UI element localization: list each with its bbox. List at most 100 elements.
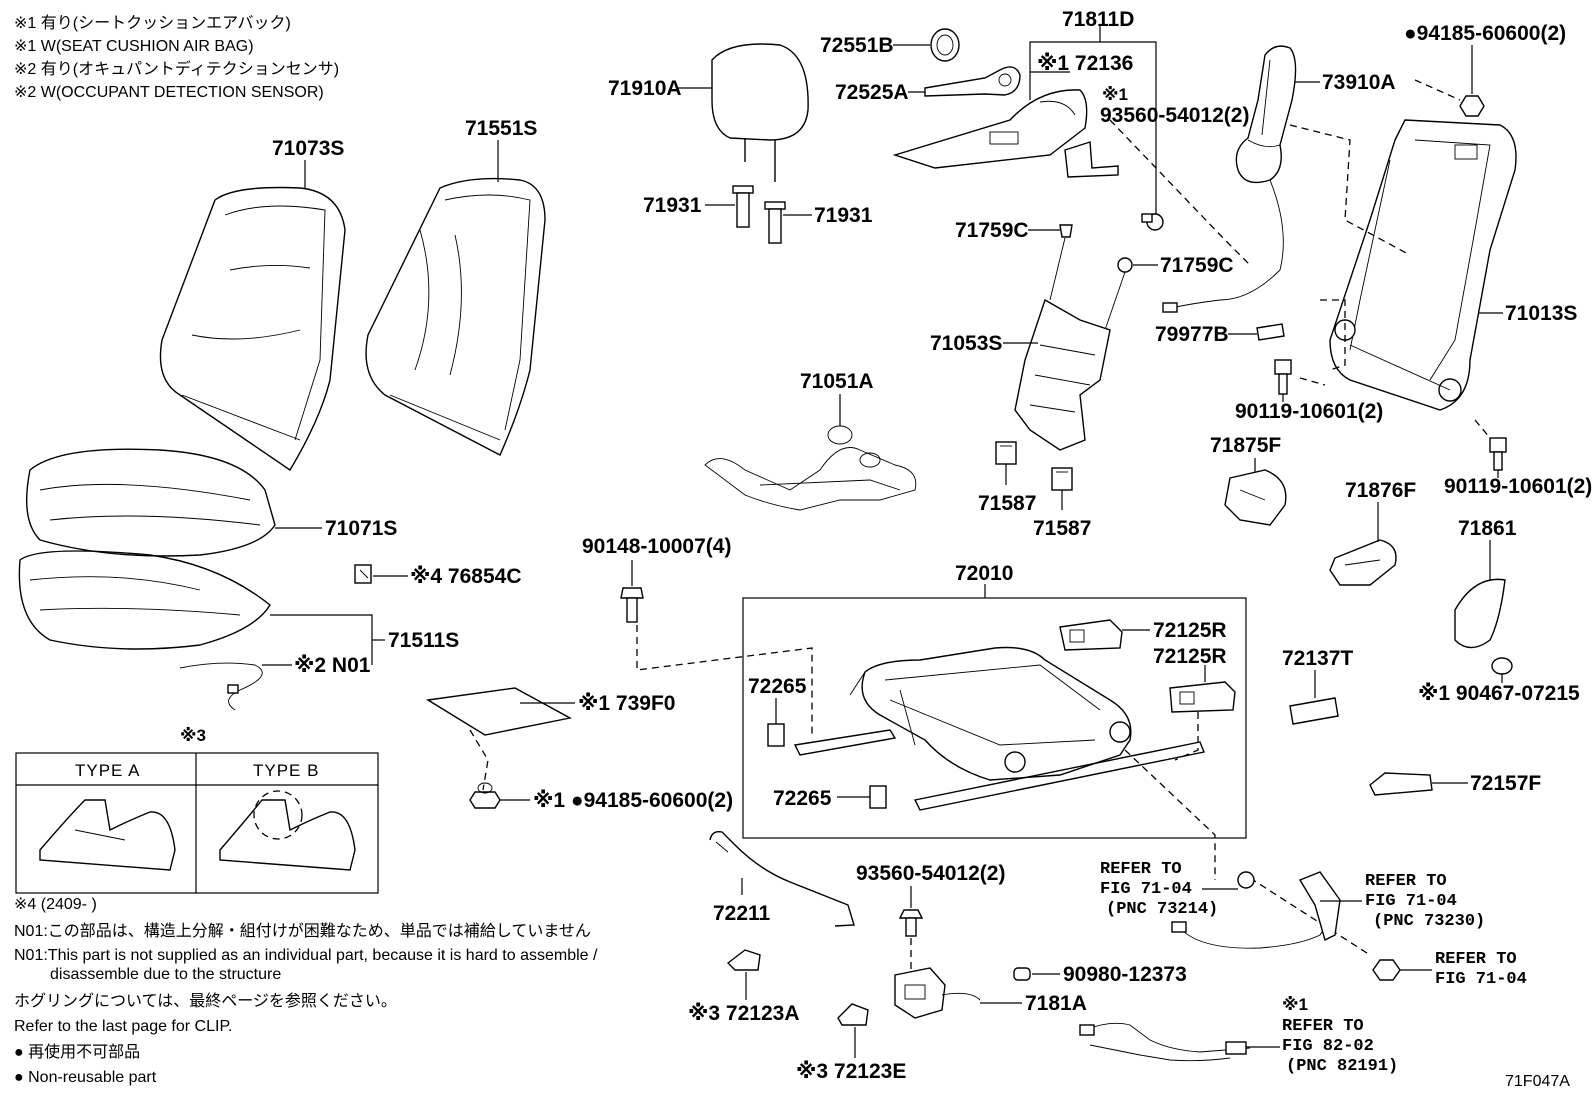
label-71073S[interactable]: 71073S [272, 137, 344, 160]
label-71861[interactable]: 71861 [1458, 517, 1517, 540]
cover-72125R-upper[interactable] [1059, 619, 1123, 651]
nut-71759C-right[interactable] [1117, 257, 1133, 273]
clip-72123A[interactable] [726, 949, 761, 971]
label-71759C-left[interactable]: 71759C [955, 219, 1029, 242]
label-93560-top[interactable]: 93560-54012(2) [1100, 104, 1249, 127]
ecu-7181A[interactable] [894, 967, 981, 1019]
seatback-frame-71013S[interactable] [1329, 119, 1517, 411]
harness-73214[interactable] [1171, 871, 1331, 949]
grommet-90980[interactable] [1013, 967, 1031, 981]
label-71051A[interactable]: 71051A [800, 370, 874, 393]
label-72265-lower[interactable]: 72265 [773, 787, 832, 810]
label-93560-mark-top[interactable]: ※1 [1102, 85, 1128, 104]
label-79977B[interactable]: 79977B [1155, 323, 1229, 346]
label-72125R-upper[interactable]: 72125R [1153, 619, 1227, 642]
sensor-mat-739F0[interactable] [425, 687, 573, 736]
label-71910A[interactable]: 71910A [608, 77, 682, 100]
occupant-sensor-harness-N01[interactable] [179, 662, 263, 711]
label-90980[interactable]: 90980-12373 [1063, 963, 1187, 986]
ref1-line-a[interactable]: REFER TO [1100, 860, 1182, 879]
ref3-line-a[interactable]: REFER TO [1435, 950, 1517, 969]
label-72157F[interactable]: 72157F [1470, 772, 1541, 795]
screw-93560-top[interactable] [1141, 213, 1164, 231]
clip-71587-right[interactable] [1051, 467, 1073, 491]
nut-94185-top[interactable] [1459, 95, 1485, 117]
bracket-72136[interactable] [1064, 141, 1119, 178]
seatback-pad-71551S[interactable] [365, 177, 546, 456]
label-72525A[interactable]: 72525A [835, 81, 909, 104]
ref2-line-c[interactable]: (PNC 73230) [1373, 912, 1485, 931]
label-72123A[interactable]: ※3 72123A [688, 1002, 800, 1025]
label-71931-left[interactable]: 71931 [643, 194, 702, 217]
cover-71875F[interactable] [1224, 469, 1287, 526]
headrest-guide-71931-right[interactable] [764, 201, 786, 244]
label-tag-79977B[interactable] [1256, 323, 1285, 341]
label-71811D[interactable]: 71811D [1062, 8, 1134, 31]
label-71587-right[interactable]: 71587 [1033, 517, 1091, 540]
label-71875F[interactable]: 71875F [1210, 434, 1281, 457]
lumbar-support-71053S[interactable] [1014, 237, 1126, 451]
ref4-mark[interactable]: ※1 [1282, 995, 1308, 1014]
headrest-71910A[interactable] [711, 43, 809, 182]
label-76854C[interactable]: ※4 76854C [410, 565, 522, 588]
seat-spring-71051A[interactable] [704, 425, 917, 511]
label-72125R-lower[interactable]: 72125R [1153, 645, 1227, 668]
cover-72125R-lower[interactable] [1169, 681, 1236, 713]
cap-72265-lower[interactable] [869, 785, 887, 809]
cover-72157F[interactable] [1369, 772, 1433, 796]
clip-94185-bottom[interactable] [469, 782, 501, 809]
label-72211[interactable]: 72211 [713, 902, 771, 925]
cover-71861[interactable] [1454, 578, 1506, 649]
label-71013S[interactable]: 71013S [1505, 302, 1577, 325]
knob-72551B[interactable] [930, 28, 960, 62]
label-71759C-right[interactable]: 71759C [1160, 254, 1234, 277]
label-90467[interactable]: ※1 90467-07215 [1418, 682, 1580, 705]
label-90148[interactable]: 90148-10007(4) [582, 535, 731, 558]
label-94185-top[interactable]: ●94185-60600(2) [1404, 22, 1566, 45]
label-71071S[interactable]: 71071S [325, 517, 397, 540]
ref1-line-c[interactable]: (PNC 73214) [1106, 900, 1218, 919]
nut-ref-71-04[interactable] [1372, 959, 1401, 981]
label-93560-bottom[interactable]: 93560-54012(2) [856, 862, 1005, 885]
headrest-guide-71931-left[interactable] [732, 185, 754, 228]
seatback-cover-71073S[interactable] [159, 186, 346, 471]
label-71053S[interactable]: 71053S [930, 332, 1002, 355]
clip-72123E[interactable] [837, 1003, 869, 1026]
bolt-90119-left[interactable] [1274, 359, 1292, 395]
seat-cushion-pad-71511S[interactable] [18, 550, 271, 650]
clip-71587-left[interactable] [995, 441, 1017, 465]
label-71876F[interactable]: 71876F [1345, 479, 1416, 502]
cover-71876F[interactable] [1329, 539, 1397, 586]
harness-82191[interactable] [1079, 1022, 1251, 1062]
label-7181A[interactable]: 7181A [1025, 992, 1087, 1015]
label-72265-upper[interactable]: 72265 [748, 675, 807, 698]
bolt-90119-right[interactable] [1489, 437, 1507, 471]
side-shield-71811D[interactable] [892, 89, 1088, 169]
label-71551S[interactable]: 71551S [465, 117, 537, 140]
ref2-line-a[interactable]: REFER TO [1365, 872, 1447, 891]
ref4-line-b[interactable]: FIG 82-02 [1282, 1037, 1374, 1056]
label-71931-right[interactable]: 71931 [814, 204, 873, 227]
label-72137T[interactable]: 72137T [1282, 647, 1353, 670]
label-739F0[interactable]: ※1 739F0 [578, 692, 675, 715]
ref4-line-a[interactable]: REFER TO [1282, 1017, 1364, 1036]
bolt-90148[interactable] [620, 587, 644, 623]
ref2-line-b[interactable]: FIG 71-04 [1365, 892, 1457, 911]
label-N01[interactable]: ※2 N01 [294, 654, 371, 677]
label-90119-left[interactable]: 90119-10601(2) [1235, 400, 1383, 423]
screw-93560-bottom[interactable] [898, 909, 924, 937]
label-73910A[interactable]: 73910A [1322, 71, 1396, 94]
side-airbag-73910A[interactable] [1162, 45, 1297, 313]
seat-cushion-cover-71071S[interactable] [25, 448, 276, 557]
ref4-line-c[interactable]: (PNC 82191) [1286, 1057, 1398, 1076]
label-71511S[interactable]: 71511S [388, 629, 459, 652]
clip-76854C[interactable] [354, 564, 372, 584]
label-72010[interactable]: 72010 [955, 562, 1013, 585]
bracket-73230[interactable] [1298, 871, 1341, 942]
clip-90467[interactable] [1491, 657, 1513, 675]
label-71587-left[interactable]: 71587 [978, 492, 1036, 515]
label-94185-bottom[interactable]: ※1 ●94185-60600(2) [533, 789, 733, 812]
nut-71759C-left[interactable] [1059, 224, 1073, 238]
ref3-line-b[interactable]: FIG 71-04 [1435, 970, 1527, 989]
label-72123E[interactable]: ※3 72123E [796, 1060, 906, 1083]
